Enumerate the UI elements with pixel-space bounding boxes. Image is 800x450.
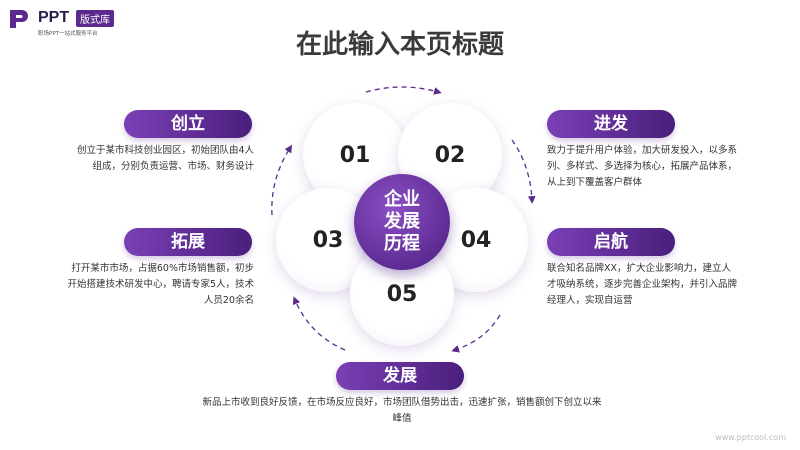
step-number: 02 [434, 142, 466, 168]
page-title: 在此输入本页标题 [295, 30, 504, 60]
arrow-bottom-right [451, 314, 501, 353]
step-number: 01 [339, 142, 371, 168]
center-line: 历程 [384, 233, 420, 254]
step-number: 04 [460, 227, 492, 253]
logo-slogan: 职场PPT一站式服务平台 [38, 31, 98, 37]
step-number: 03 [312, 227, 344, 253]
stage-desc-tuozhan: 打开某市市场，占据60%市场销售额，初步开始搭建技术研发中心，聘请专家5人，技术… [67, 263, 254, 306]
arrow-top [365, 86, 442, 95]
logo-mark-icon [10, 10, 28, 28]
logo-badge: 版式库 [76, 10, 114, 27]
arrow-left [271, 144, 293, 216]
stage-desc-fazhan: 新品上市收到良好反馈，在市场反应良好，市场团队借势出击，迅速扩张，销售额创下创立… [202, 397, 602, 424]
stage-label-fazhan: 发展 [336, 362, 464, 390]
watermark: www.pptcool.com [715, 433, 786, 442]
arrow-right [511, 139, 536, 204]
arrow-bottom-left [292, 296, 346, 351]
stage-desc-jinfa: 致力于提升用户体验，加大研发投入，以多系列、多样式、多选择为核心，拓展产品体系，… [547, 145, 738, 188]
center-line: 发展 [384, 211, 420, 232]
stage-desc-chuangli: 创立于某市科技创业园区，初始团队由4人组成，分别负责运营、市场、财务设计 [76, 145, 254, 172]
step-number: 05 [386, 281, 418, 307]
stage-label-qihang: 启航 [547, 228, 675, 256]
stage-label-jinfa: 进发 [547, 110, 675, 138]
stage-desc-qihang: 联合知名品牌XX，扩大企业影响力，建立人才吸纳系统，逐步完善企业架构，并引入品牌… [547, 263, 738, 306]
center-line: 企业 [384, 189, 420, 210]
logo-name: PPT [38, 9, 70, 26]
center-circle: 企业发展历程 [354, 174, 450, 270]
stage-label-chuangli: 创立 [124, 110, 252, 138]
stage-label-tuozhan: 拓展 [124, 228, 252, 256]
